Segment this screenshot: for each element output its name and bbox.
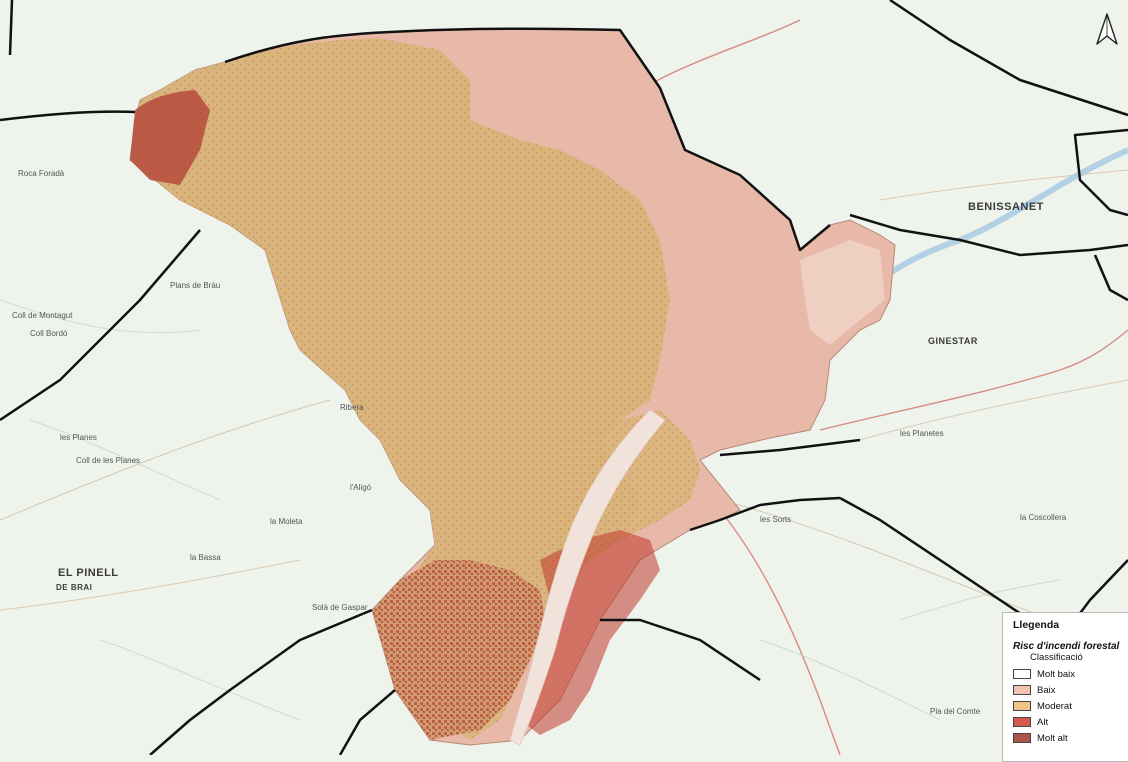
legend-swatch (1013, 685, 1031, 695)
place-labels: BENISSANET GINESTAR EL PINELL DE BRAI Pl… (12, 169, 1067, 716)
river-corridor-molt-baix (509, 409, 666, 746)
fire-risk-area (129, 28, 896, 746)
place-label-coll-bordo: Coll Bordó (30, 329, 68, 338)
place-label-la-bassa: la Bassa (190, 553, 221, 562)
place-label-les-sorts: les Sorts (760, 515, 791, 524)
legend-label: Molt baix (1037, 668, 1076, 680)
basemap-red-road (639, 19, 1128, 755)
place-label-benissanet: BENISSANET (968, 201, 1044, 213)
legend-item-molt-baix: Molt baix (1013, 666, 1128, 682)
legend-swatch (1013, 717, 1031, 727)
legend-item-alt: Alt (1013, 714, 1128, 730)
legend-subtitle: Risc d'incendi forestal (1013, 641, 1120, 652)
basemap-paths (0, 299, 1061, 721)
place-label-roca-forada: Roca Foradà (18, 169, 65, 178)
place-label-de-brai: DE BRAI (56, 583, 92, 592)
place-label-la-coscollera: la Coscollera (1020, 513, 1067, 522)
place-label-el-pinell: EL PINELL (58, 567, 119, 579)
risk-zone-alt-northwest (130, 90, 210, 185)
legend-label: Molt alt (1037, 732, 1068, 744)
place-label-ribera: Ribera (340, 403, 364, 412)
legend-swatch (1013, 669, 1031, 679)
map-legend: Llegenda Risc d'incendi forestal Classif… (1002, 612, 1128, 762)
legend-title: Llegenda (1013, 619, 1060, 631)
place-label-la-moleta: la Moleta (270, 517, 303, 526)
legend-item-moderat: Moderat (1013, 698, 1128, 714)
place-label-ginestar: GINESTAR (928, 336, 978, 346)
legend-label: Alt (1037, 716, 1049, 728)
place-label-coll-de-les-planes: Coll de les Planes (76, 456, 140, 465)
place-label-sola-de-gaspar: Solà de Gaspar (312, 603, 368, 612)
legend-label: Baix (1037, 684, 1056, 696)
legend-item-molt-alt: Molt alt (1013, 730, 1128, 746)
legend-label: Moderat (1037, 700, 1072, 712)
place-label-plans-de-brau: Plans de Bràu (170, 281, 220, 290)
legend-swatch (1013, 701, 1031, 711)
risk-zone-alt-south (372, 560, 545, 740)
risk-zone-moderat (130, 38, 670, 650)
legend-swatch (1013, 733, 1031, 743)
place-label-aligo: l'Aligó (350, 483, 372, 492)
place-label-les-planetes: les Planetes (900, 429, 944, 438)
basemap-roads (0, 169, 1128, 651)
legend-item-baix: Baix (1013, 682, 1128, 698)
legend-classification: Classificació (1030, 652, 1083, 663)
place-label-pla-del-comte: Pla del Comte (930, 707, 981, 716)
risk-zone-baix-light-east (800, 240, 885, 345)
north-arrow-icon (1096, 13, 1118, 45)
place-label-coll-de-montagut: Coll de Montagut (12, 311, 73, 320)
place-label-les-planes: les Planes (60, 433, 97, 442)
